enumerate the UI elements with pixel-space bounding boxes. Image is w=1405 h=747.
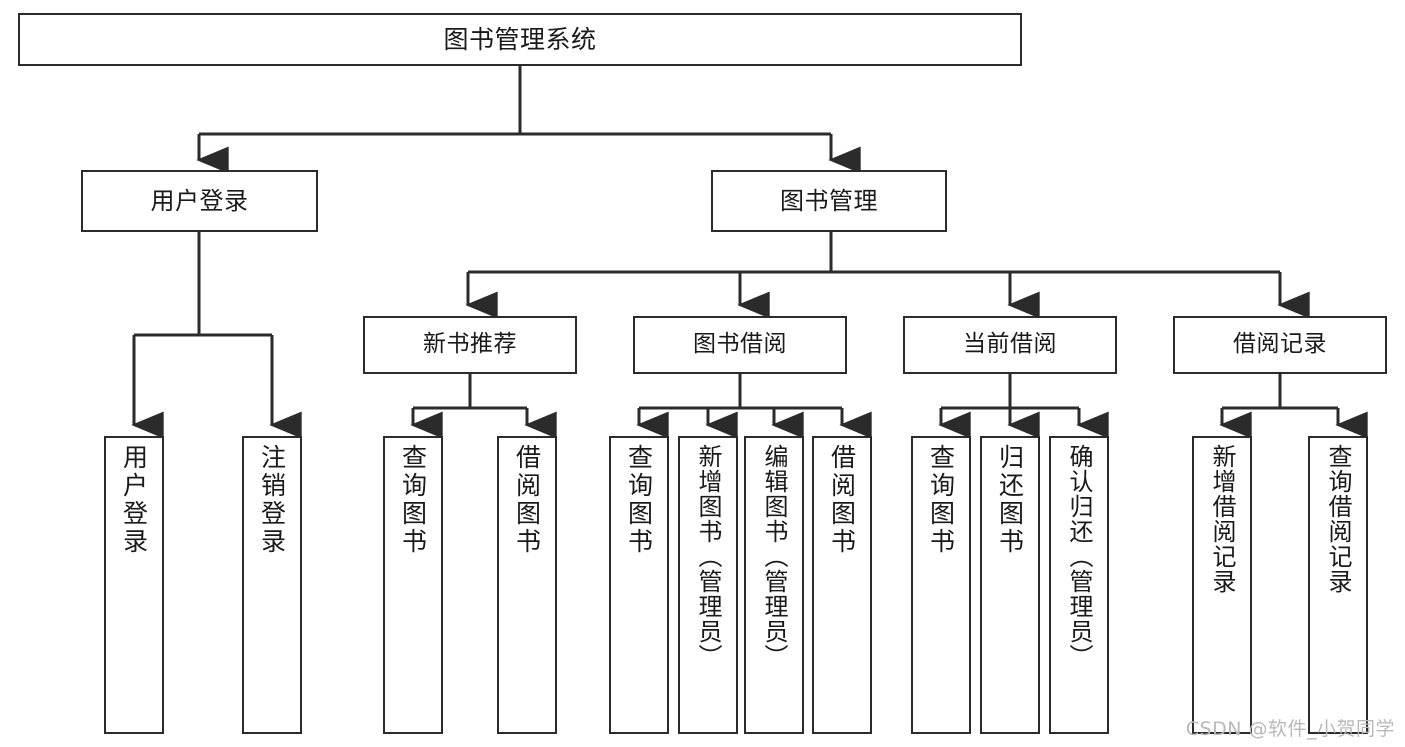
node-label: 图书管理系统	[443, 24, 597, 54]
node-label: 新增图书（管理员）	[694, 444, 722, 669]
node-user-login[interactable]: 用户登录	[81, 170, 318, 232]
node-label: 用户登录	[119, 444, 149, 556]
node-label: 查询借阅记录	[1324, 444, 1352, 594]
leaf-confirm-return-admin[interactable]: 确认归还（管理员）	[1049, 436, 1109, 734]
node-label: 用户登录	[150, 186, 249, 215]
node-label: 确认归还（管理员）	[1065, 444, 1093, 669]
node-label: 归还图书	[995, 444, 1025, 556]
node-label: 查询图书	[926, 444, 956, 556]
node-label: 查询图书	[624, 444, 654, 556]
node-book-borrow[interactable]: 图书借阅	[633, 316, 847, 374]
node-label: 查询图书	[398, 444, 428, 556]
leaf-query-book-new[interactable]: 查询图书	[383, 436, 443, 734]
node-label: 注销登录	[257, 444, 287, 556]
node-label: 借阅图书	[512, 444, 542, 556]
leaf-return-book[interactable]: 归还图书	[980, 436, 1040, 734]
node-current-borrow[interactable]: 当前借阅	[903, 316, 1117, 374]
node-new-book-recommend[interactable]: 新书推荐	[363, 316, 577, 374]
node-label: 当前借阅	[963, 331, 1057, 358]
leaf-add-book-admin[interactable]: 新增图书（管理员）	[678, 436, 738, 734]
leaf-edit-book-admin[interactable]: 编辑图书（管理员）	[744, 436, 804, 734]
leaf-borrow-book-new[interactable]: 借阅图书	[497, 436, 557, 734]
leaf-query-borrow-record[interactable]: 查询借阅记录	[1308, 436, 1368, 734]
node-root-system[interactable]: 图书管理系统	[18, 13, 1022, 66]
node-book-management[interactable]: 图书管理	[711, 170, 947, 232]
node-label: 借阅记录	[1233, 331, 1327, 358]
node-label: 新书推荐	[423, 331, 517, 358]
node-borrow-record[interactable]: 借阅记录	[1173, 316, 1387, 374]
leaf-user-login[interactable]: 用户登录	[104, 436, 164, 734]
node-label: 新增借阅记录	[1208, 444, 1236, 594]
node-label: 图书管理	[780, 186, 878, 215]
node-label: 编辑图书（管理员）	[760, 444, 788, 669]
leaf-borrow-book[interactable]: 借阅图书	[812, 436, 872, 734]
leaf-add-borrow-record[interactable]: 新增借阅记录	[1192, 436, 1252, 734]
node-label: 图书借阅	[693, 331, 787, 358]
leaf-query-book-current[interactable]: 查询图书	[911, 436, 971, 734]
node-label: 借阅图书	[827, 444, 857, 556]
leaf-query-book-borrow[interactable]: 查询图书	[609, 436, 669, 734]
leaf-logout[interactable]: 注销登录	[242, 436, 302, 734]
